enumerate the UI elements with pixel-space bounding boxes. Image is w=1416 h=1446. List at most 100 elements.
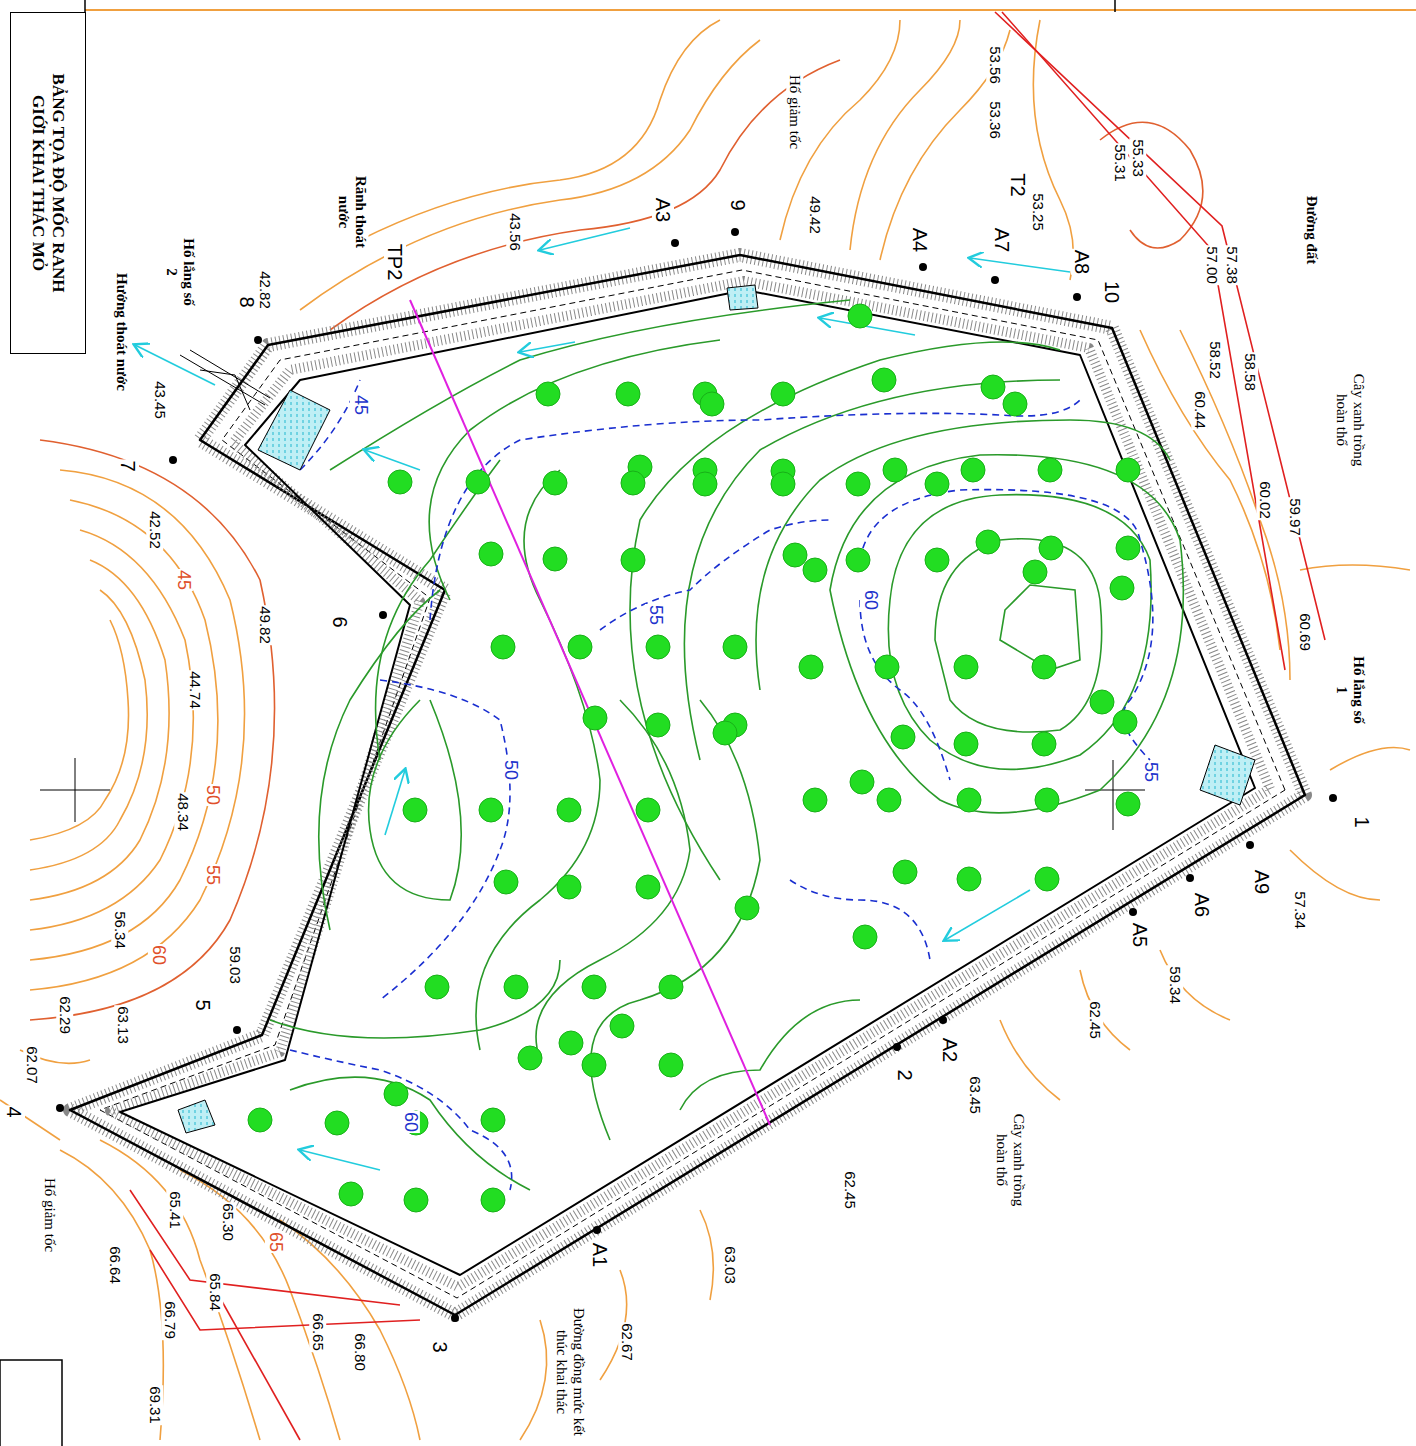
elevation-value: 60.44 [1192, 390, 1209, 430]
drainage-arrows-item [135, 345, 215, 385]
tree-symbols-item [1032, 732, 1056, 756]
table-title: BẢNG TỌA ĐỘ MỐC RANH GIỚI KHAI THÁC MỎ [28, 63, 69, 303]
elevation-value: 58.52 [1207, 340, 1224, 380]
elevation-value: 65.41 [167, 1190, 184, 1230]
tree-symbols-item [403, 798, 427, 822]
marker-name: A9 [1251, 869, 1273, 895]
contour-value: 60 [148, 944, 168, 966]
tree-symbols-item [872, 368, 896, 392]
pit-benches-item [120, 290, 1255, 1275]
elevation-value: 60.02 [1257, 480, 1274, 520]
marker-name: A5 [1129, 922, 1151, 948]
elevation-value: 55.31 [1112, 143, 1129, 183]
elevation-value: 62.45 [842, 1170, 859, 1210]
level-contours-item [380, 680, 510, 1000]
tree-symbols-item [568, 635, 592, 659]
tree-symbols-item [491, 635, 515, 659]
tree-symbols-item [404, 1188, 428, 1212]
boundary-markers-item [254, 336, 262, 344]
elevation-value: 49.82 [257, 605, 274, 645]
map-note: Cây xanh trồng hoàn thổ [994, 1104, 1027, 1216]
map-note: Hố giảm tốc [42, 1177, 59, 1253]
terrain-contours-item [1033, 20, 1073, 280]
terrain-contours-item [1330, 748, 1410, 771]
elevation-value: 66.64 [107, 1245, 124, 1285]
tree-symbols-item [543, 471, 567, 495]
tree-symbols-item [1116, 792, 1140, 816]
tree-symbols-item [783, 543, 807, 567]
tree-symbols-item [557, 875, 581, 899]
elevation-value: 57.38 [1224, 245, 1241, 285]
boundary-markers-item [991, 276, 999, 284]
marker-name: 9 [727, 198, 749, 211]
road-lines-item [150, 1250, 420, 1330]
boundary-markers-item [1329, 794, 1337, 802]
tree-symbols-item [954, 655, 978, 679]
tree-symbols-item [621, 471, 645, 495]
marker-name: 1 [1351, 815, 1373, 828]
tree-symbols-item [583, 706, 607, 730]
contour-value: 55 [1140, 761, 1160, 783]
terrain-contours-item [330, 60, 840, 330]
tree-symbols-item [735, 896, 759, 920]
elevation-value: 66.79 [162, 1300, 179, 1340]
terrain-contours-item [0, 1100, 60, 1140]
terrain-contours-item [280, 1220, 420, 1440]
final-contours-item [270, 960, 560, 1038]
terrain-contours-item [30, 530, 193, 930]
elevation-value: 62.29 [57, 995, 74, 1035]
boundary-markers-item [1186, 874, 1194, 882]
map-note: Đường đồng mức kết thúc khai thác [554, 1306, 587, 1438]
elevation-value: 43.45 [152, 380, 169, 420]
marker-name: A4 [909, 227, 931, 253]
map-note: Hố lắng số 1 [1334, 654, 1367, 726]
tree-symbols-item [504, 975, 528, 999]
terrain-contours-item [30, 470, 245, 990]
boundary-markers-item [731, 228, 739, 236]
tree-symbols-item [1035, 867, 1059, 891]
elevation-value: 53.36 [987, 100, 1004, 140]
tree-symbols-item [981, 375, 1005, 399]
elevation-value: 59.97 [1287, 497, 1304, 537]
terrain-contours-item [30, 590, 147, 870]
final-contours-item [319, 590, 440, 930]
tree-symbols-item [891, 725, 915, 749]
tree-symbols-item [713, 721, 737, 745]
marker-name: 8 [236, 295, 258, 308]
boundary-markers-item [671, 239, 679, 247]
frame-lines-item [85, 9, 1416, 11]
final-contours-item [476, 470, 600, 1050]
tree-symbols-item [1023, 560, 1047, 584]
tree-symbols-item [384, 1082, 408, 1106]
contour-value: 55 [645, 604, 665, 626]
final-contours-item [680, 1000, 860, 1110]
level-contours-item [600, 520, 830, 630]
marker-name: TP2 [384, 243, 406, 282]
tree-symbols-item [646, 635, 670, 659]
drainage-arrows-item [540, 228, 630, 250]
pit-benches-item [100, 270, 1285, 1298]
marker-name: A1 [589, 1242, 611, 1268]
elevation-value: 62.67 [619, 1322, 636, 1362]
elevation-value: 55.33 [1130, 138, 1147, 178]
tree-symbols-item [425, 975, 449, 999]
tree-symbols-item [1038, 458, 1062, 482]
tree-symbols-item [659, 1053, 683, 1077]
elevation-value: 60.69 [1297, 612, 1314, 652]
tree-symbols-item [957, 788, 981, 812]
elevation-value: 44.74 [187, 670, 204, 710]
road-lines-item [1002, 12, 1285, 670]
final-contours-item [290, 1077, 530, 1190]
level-contours [290, 380, 1153, 1190]
tree-symbols-item [877, 788, 901, 812]
tree-symbols-item [1110, 576, 1134, 600]
tree-symbols-item [893, 860, 917, 884]
tree-symbols-item [846, 472, 870, 496]
elevation-value: 57.00 [1204, 245, 1221, 285]
tree-symbols-item [325, 1111, 349, 1135]
final-contours-item [591, 700, 760, 1140]
tree-symbols-item [621, 548, 645, 572]
tree-symbols-item [1090, 690, 1114, 714]
marker-name: 10 [1101, 280, 1123, 304]
marker-name: A2 [939, 1037, 961, 1063]
